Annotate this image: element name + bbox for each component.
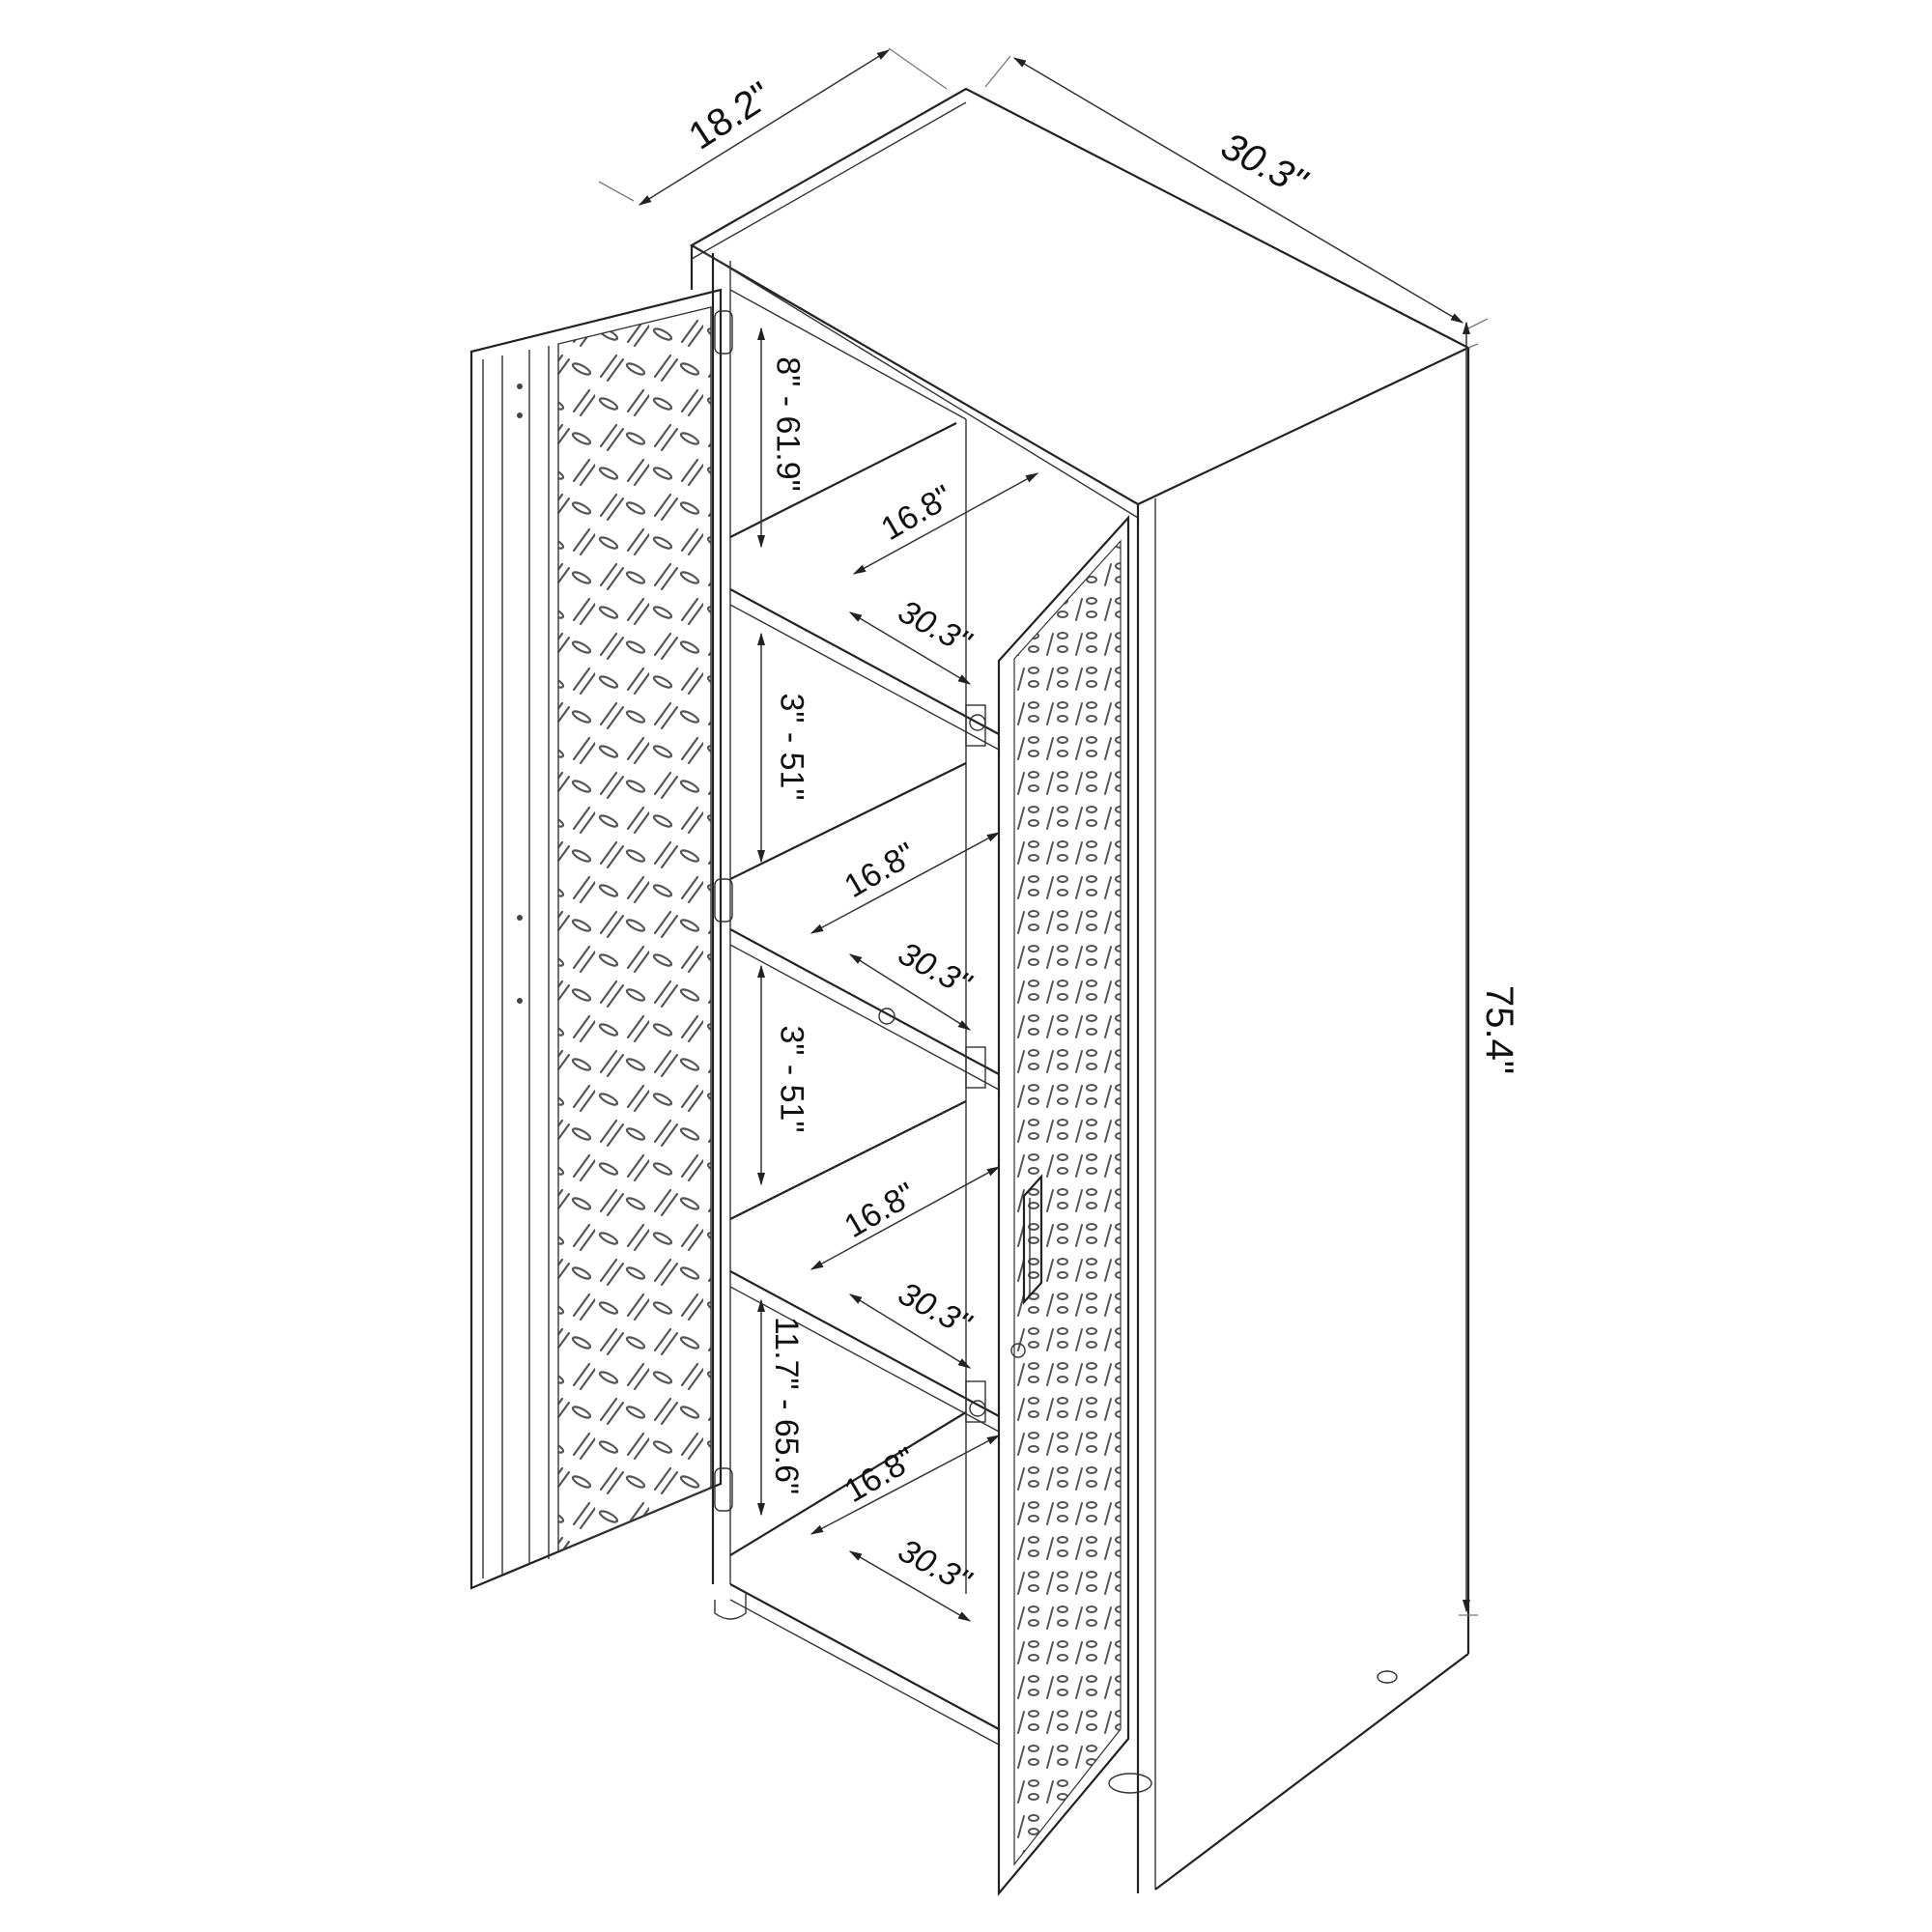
spacing-label-bottom: 11.7" - 65.6" xyxy=(768,1316,806,1495)
spacing-label-top: 8" - 61.9" xyxy=(769,356,807,492)
dimension-lines xyxy=(598,47,1489,1622)
door-handle xyxy=(1022,1174,1043,1305)
spacing-label-upper-middle: 3" - 51" xyxy=(773,693,810,801)
left-door xyxy=(469,288,733,1590)
legs xyxy=(714,1594,1398,1794)
right-door xyxy=(997,515,1130,1897)
height-label: 75.4" xyxy=(1478,984,1521,1075)
spacing-label-lower-middle: 3" - 51" xyxy=(773,1025,810,1133)
